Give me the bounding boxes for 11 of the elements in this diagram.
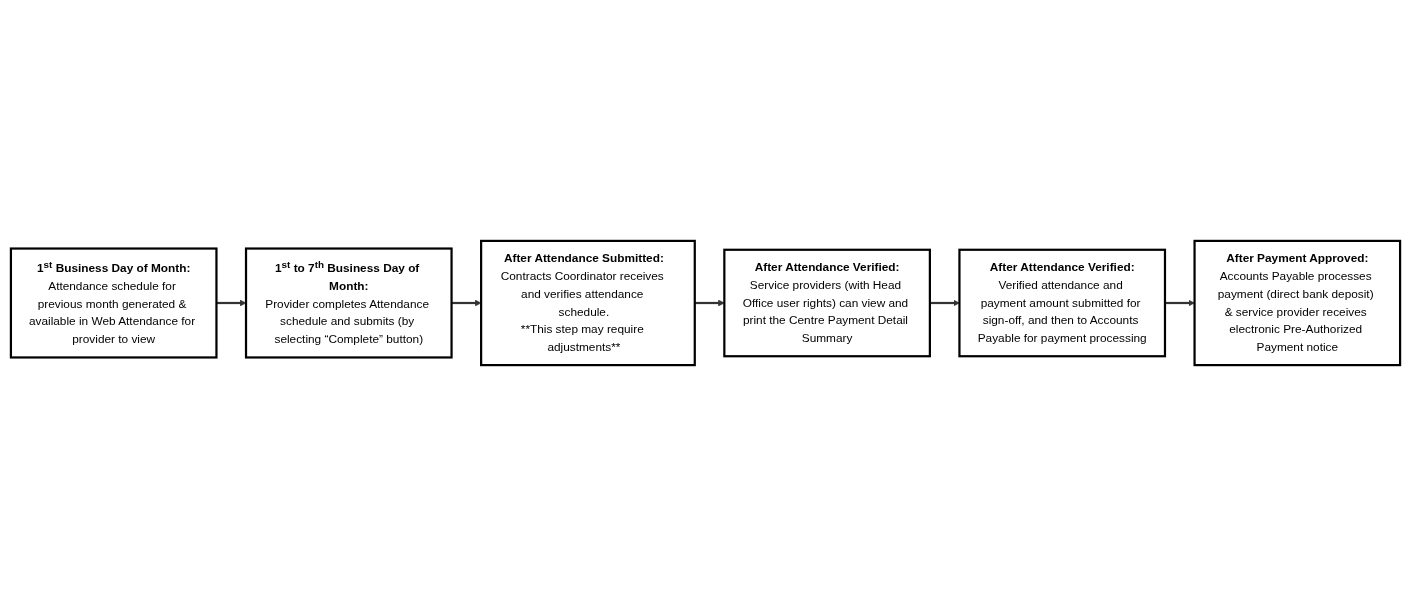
node-box: 1$^{st}$ to 7$^{th}$ Business Day of Month: Provider completes Attendance schedule and submits (by selecting “Complete” button) bbox=[244, 247, 453, 359]
arrow bbox=[694, 299, 725, 307]
arrow bbox=[451, 299, 482, 307]
arrow bbox=[929, 299, 960, 307]
node-box: After Payment Approved: Accounts Payable processes payment (direct bank deposit) & service provider receives electronic Pre-Authorized Payment notice bbox=[1193, 239, 1402, 367]
node-box: After Attendance Verified: Service providers (with Head Office user rights) can view and print the Centre Payment Detail Summary bbox=[723, 248, 931, 358]
node-box: 1$^{st}$ Business Day of Month: Attendance schedule for previous month generated & available in Web Attendance for provider to view bbox=[9, 247, 218, 359]
arrow bbox=[1165, 299, 1195, 307]
node-box: After Attendance Submitted: Contracts Coordinator receives and verifies attendance schedule. **This step may require adjustments** bbox=[480, 239, 696, 367]
node-box: After Attendance Verified: Verified attendance and payment amount submitted for sign-off, and then to Accounts Payable for payment processing bbox=[958, 248, 1167, 358]
arrow bbox=[216, 299, 247, 307]
